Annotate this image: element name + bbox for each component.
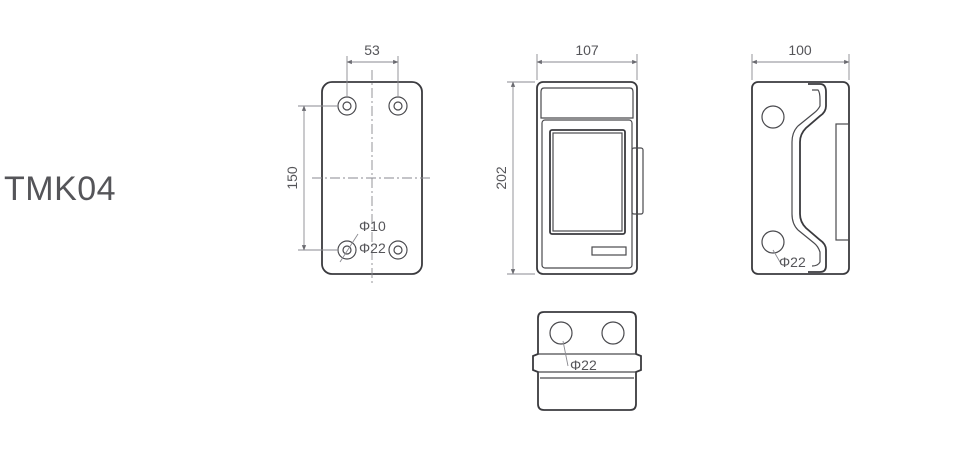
bottom-knockout-label: Φ22 [570, 357, 597, 373]
dimension-label-150: 150 [284, 166, 300, 190]
dimension-label-100: 100 [788, 42, 812, 58]
hole-label-phi22: Φ22 [359, 240, 386, 256]
side-view: Φ22 100 [751, 42, 850, 275]
hole-label-phi10: Φ10 [359, 218, 386, 234]
dimension-label-202: 202 [493, 166, 509, 190]
mounting-hole-bottom-left [337, 240, 357, 260]
side-knockout-top [761, 105, 785, 129]
bottom-knockout-right [601, 321, 625, 345]
front-window [549, 129, 626, 235]
bottom-view: Φ22 [532, 311, 642, 411]
back-view: 53 150 Φ10 Φ22 [284, 42, 432, 284]
mounting-hole-top-left [337, 96, 357, 116]
front-label-slot [591, 246, 627, 256]
front-latch [631, 147, 644, 215]
side-knockout-label: Φ22 [779, 254, 806, 270]
dimension-label-107: 107 [575, 42, 599, 58]
bottom-knockout-left [549, 321, 573, 345]
side-cover-profile [799, 83, 827, 273]
front-view-outline [536, 81, 638, 275]
side-latch [835, 123, 850, 241]
mounting-hole-bottom-right [388, 240, 408, 260]
model-title: TMK04 [4, 170, 117, 208]
mounting-hole-top-right [388, 96, 408, 116]
front-view: 107 202 [493, 42, 644, 275]
side-knockout-bottom [761, 230, 785, 254]
dimension-label-53: 53 [364, 42, 380, 58]
bottom-view-outline [532, 311, 642, 411]
